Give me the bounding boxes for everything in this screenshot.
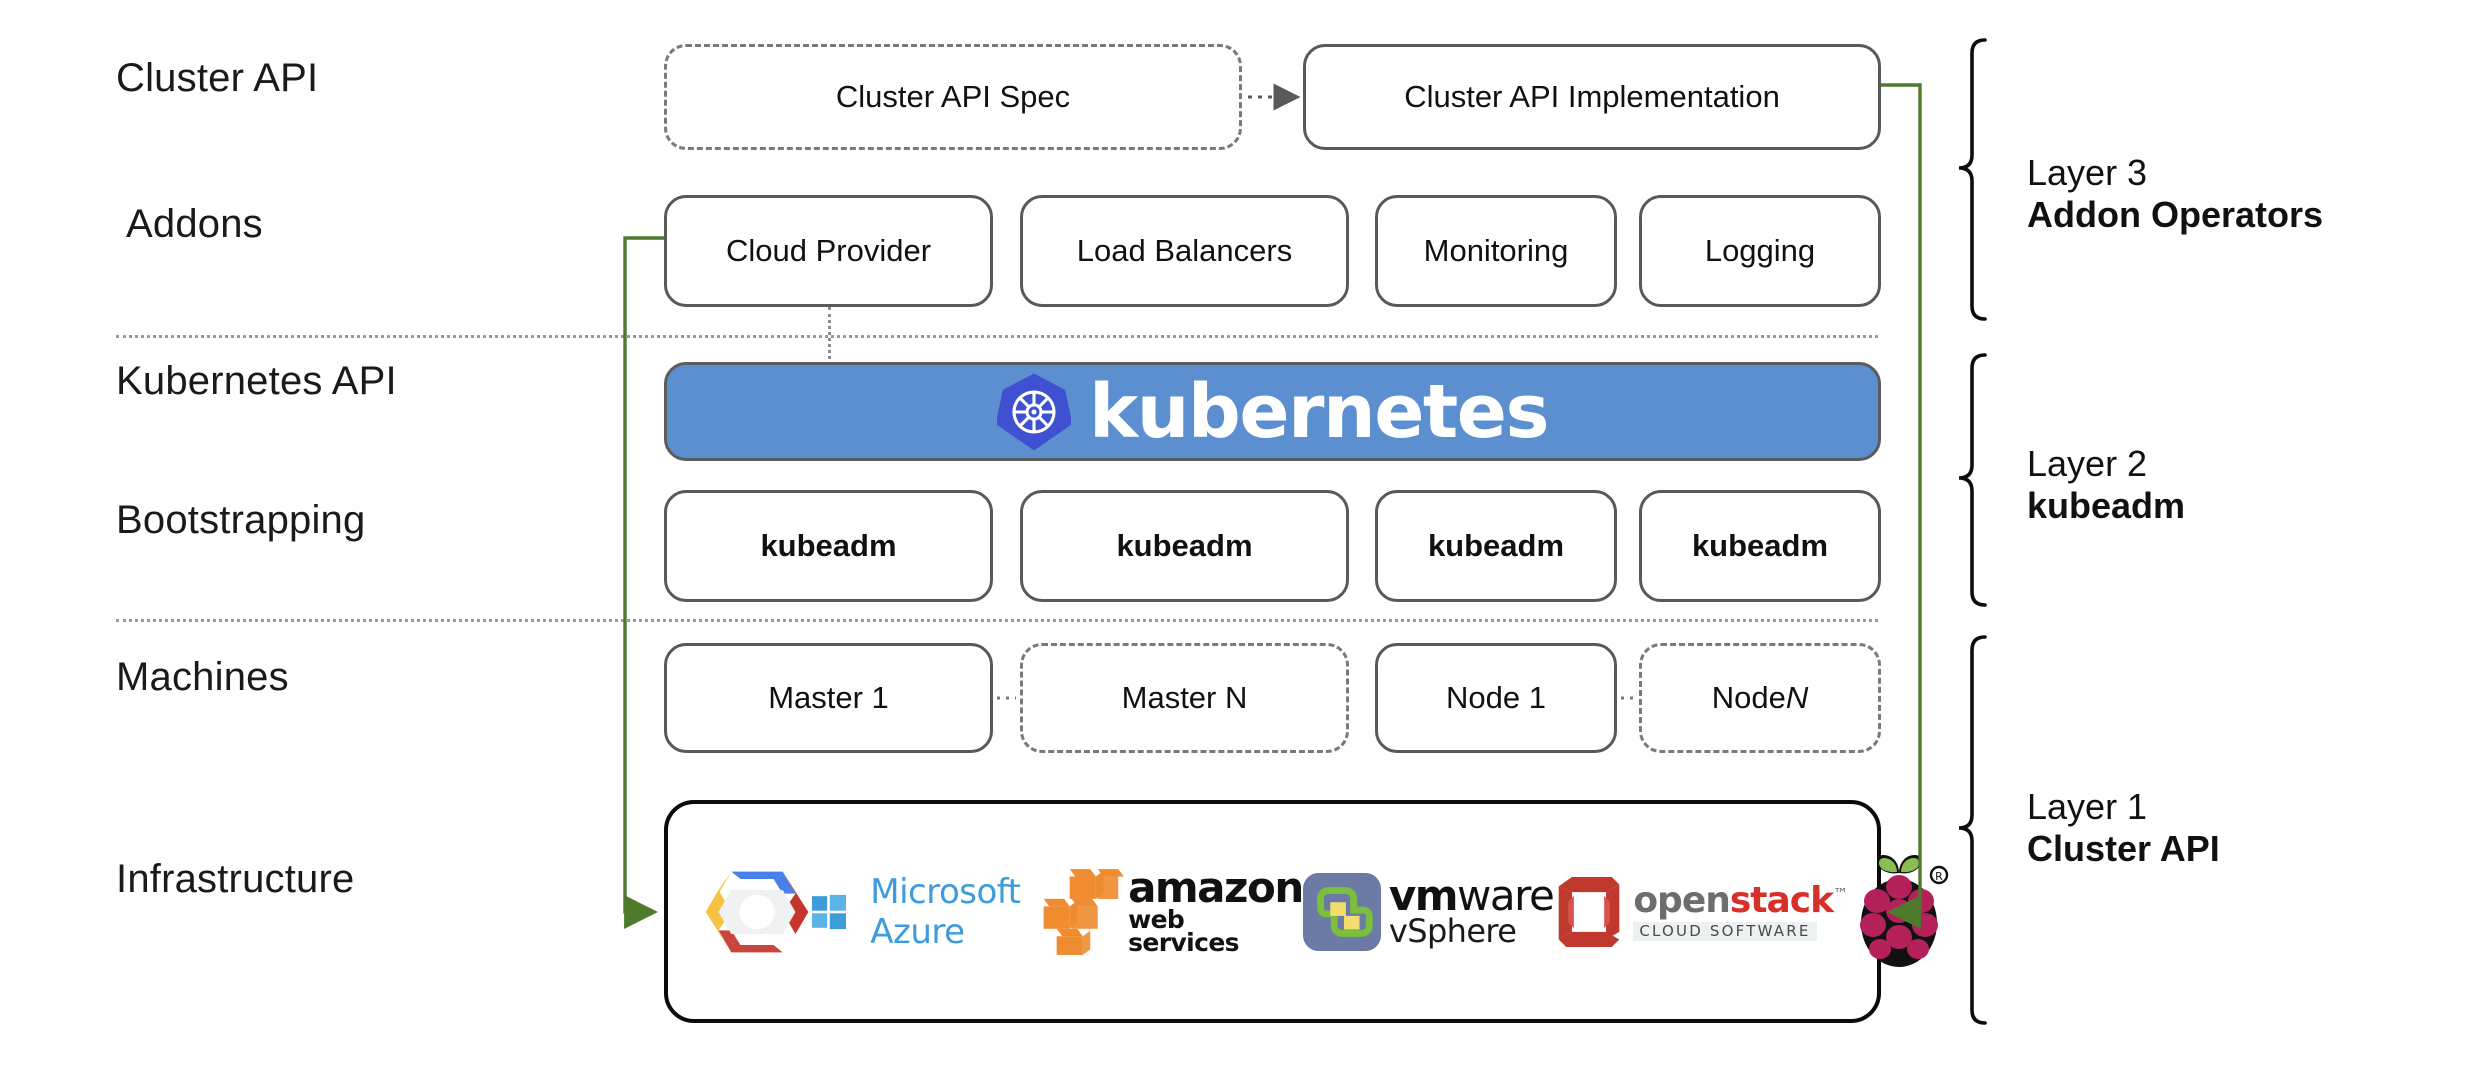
kubeadm-box-1[interactable]: kubeadm [664,490,993,602]
separator-layer3-layer2 [116,335,1878,338]
microsoft-azure-icon: Microsoft Azure [812,872,1038,952]
bracket-layer-1 [1958,635,1987,1025]
infrastructure-container: Microsoft Azure amazon web services [664,800,1949,1023]
bracket-layer-2 [1958,353,1987,607]
aws-label-top: amazon [1128,863,1304,913]
machine-box-master-1[interactable]: Master 1 [664,643,993,753]
layer-3-subtitle: Addon Operators [2027,194,2324,236]
addon-box-cloud-provider[interactable]: Cloud Provider [664,195,993,307]
machine-box-node-n-italic: N [1785,680,1809,716]
openstack-tagline: CLOUD SOFTWARE [1633,921,1817,941]
layer-2-title: Layer 2 [2027,443,2148,484]
machine-box-master-n[interactable]: Master N [1020,643,1349,753]
row-label-cluster-api: Cluster API [116,56,319,100]
microsoft-azure-label: Microsoft Azure [870,871,1021,952]
openstack-label-grey: open [1633,879,1731,921]
bracket-layer-3 [1958,38,1987,321]
layer-3-title: Layer 3 [2027,152,2148,193]
layer-1-title: Layer 1 [2027,786,2148,827]
kubeadm-box-3[interactable]: kubeadm [1375,490,1617,602]
row-label-bootstrapping: Bootstrapping [116,498,366,542]
vmware-label-bold: vm [1388,871,1459,921]
layer-2-subtitle: kubeadm [2027,485,2186,527]
kubeadm-box-2[interactable]: kubeadm [1020,490,1349,602]
machine-box-node-1[interactable]: Node 1 [1375,643,1617,753]
kubernetes-api-bar: kubernetes [664,362,1881,461]
google-cloud-icon [702,860,812,964]
separator-layer2-layer1 [116,619,1878,622]
openstack-icon: openstack™ CLOUD SOFTWARE [1553,873,1848,951]
green-arrow-clusterapi-to-infrastructure [1881,83,1922,929]
cluster-api-implementation-box[interactable]: Cluster API Implementation [1303,44,1881,150]
kubeadm-box-4[interactable]: kubeadm [1639,490,1881,602]
row-label-infrastructure: Infrastructure [116,857,355,901]
cluster-api-spec-box[interactable]: Cluster API Spec [664,44,1242,150]
connector-cloudprovider-to-kubernetes [828,307,831,366]
row-label-kubernetes-api: Kubernetes API [116,359,397,403]
openstack-label-red: stack [1729,879,1834,921]
kubernetes-wordmark: kubernetes [1088,368,1550,455]
layer-label-2: Layer 2 kubeadm [2027,443,2185,528]
row-label-machines: Machines [116,655,289,699]
amazon-web-services-icon: amazon web services [1038,863,1304,958]
aws-label-bottom: web services [1128,904,1239,957]
row-label-addons: Addons [126,202,263,246]
machine-box-node-n[interactable]: Node N [1639,643,1881,753]
layer-1-subtitle: Cluster API [2027,828,2220,870]
kubernetes-helm-wheel-icon [996,372,1071,452]
addon-box-logging[interactable]: Logging [1639,195,1881,307]
raspberry-pi-icon: R [1847,851,1951,973]
vsphere-label: vSphere [1388,912,1517,951]
machine-box-node-n-label: Node [1711,680,1786,716]
vmware-label-rest: ware [1457,871,1555,921]
layer-label-1: Layer 1 Cluster API [2027,786,2220,871]
addon-box-load-balancers[interactable]: Load Balancers [1020,195,1349,307]
vmware-vsphere-icon: vmware vSphere [1302,871,1555,951]
layer-label-3: Layer 3 Addon Operators [2027,152,2323,237]
addon-box-monitoring[interactable]: Monitoring [1375,195,1617,307]
green-arrow-cloudprovider-to-infrastructure [623,236,664,929]
svg-text:R: R [1935,870,1943,883]
